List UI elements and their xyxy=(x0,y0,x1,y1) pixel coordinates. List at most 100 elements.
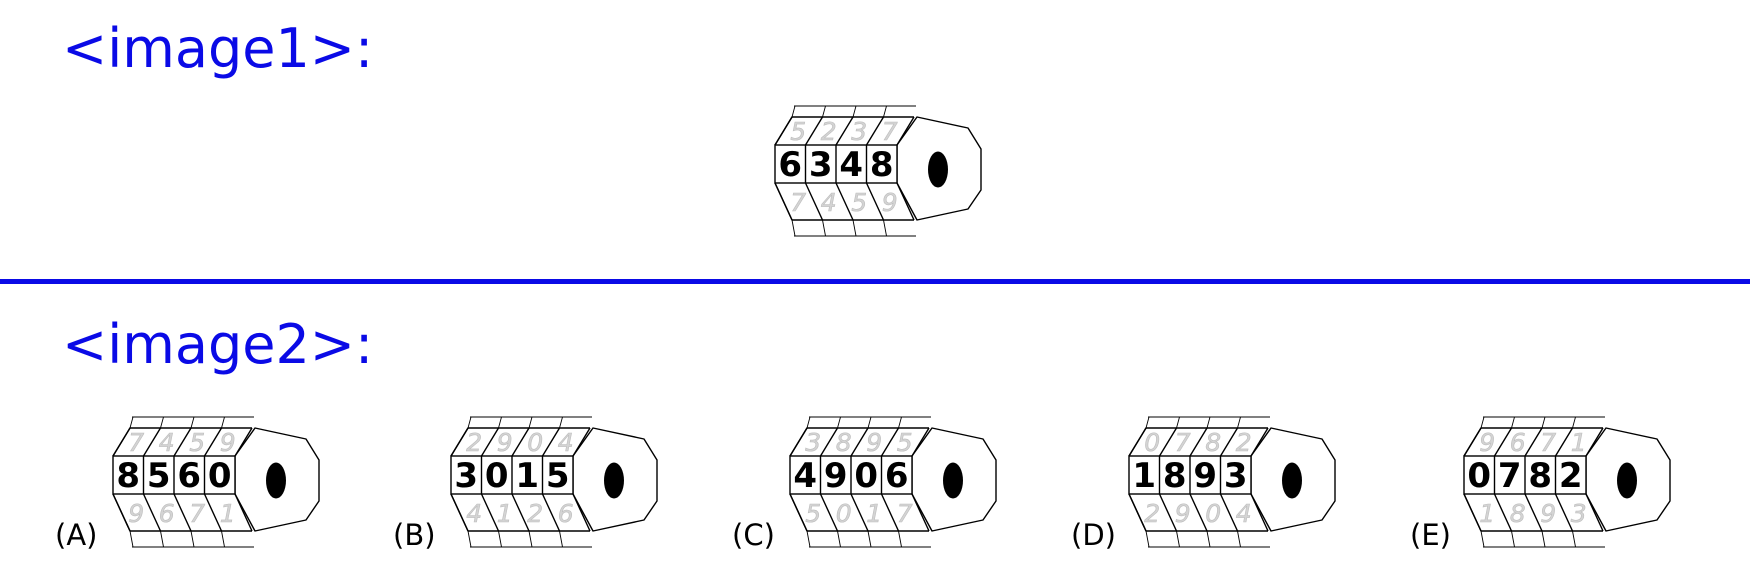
wheel-edge xyxy=(1554,427,1574,457)
wheel-edge xyxy=(450,493,469,532)
wheel-edge xyxy=(880,493,900,532)
option-label: (C) xyxy=(732,518,775,552)
wheel-edge xyxy=(129,530,134,548)
wheel-edge xyxy=(1158,427,1178,457)
wheel-edge xyxy=(541,493,561,532)
bottom-digit: 5 xyxy=(851,188,867,217)
wheel-edge xyxy=(528,530,533,548)
wheel-edge xyxy=(1128,427,1147,457)
top-digit: 3 xyxy=(851,117,867,146)
wheel-edge xyxy=(559,416,563,429)
wheel-edge xyxy=(774,182,793,221)
bottom-digit: 0 xyxy=(1205,499,1221,528)
wheel-edge xyxy=(898,530,902,548)
front-digit: 8 xyxy=(116,456,140,496)
front-digit: 0 xyxy=(485,456,509,496)
bottom-digit: 7 xyxy=(189,499,205,528)
wheel-edge xyxy=(804,182,824,221)
top-digit: 0 xyxy=(1144,428,1160,457)
bottom-digit: 2 xyxy=(1144,499,1160,528)
wheel-edge xyxy=(498,416,502,429)
top-digit: 7 xyxy=(128,428,144,457)
front-digit: 8 xyxy=(870,145,894,185)
keyhole-icon xyxy=(266,462,286,499)
bottom-digit: 6 xyxy=(159,499,175,528)
front-digit: 5 xyxy=(546,456,570,496)
wheel-edge xyxy=(1176,416,1180,429)
top-digit: 5 xyxy=(189,428,205,457)
wheel-edge xyxy=(234,493,253,532)
wheel-edge xyxy=(911,493,930,532)
wheel-edge xyxy=(160,530,164,548)
wheel-edge xyxy=(1145,530,1150,548)
wheel-edge xyxy=(572,493,591,532)
wheel-edge xyxy=(203,493,223,532)
wheel-edge xyxy=(112,493,131,532)
front-digit: 6 xyxy=(177,456,201,496)
front-digit: 9 xyxy=(1193,456,1217,496)
wheel-edge xyxy=(1250,427,1269,457)
wheel-edge xyxy=(806,416,811,429)
wheel-edge xyxy=(528,416,533,429)
top-digit: 7 xyxy=(1540,428,1556,457)
bottom-digit: 4 xyxy=(466,499,482,528)
wheel-edge xyxy=(142,427,162,457)
image2-title: <image2>: xyxy=(62,313,374,376)
option-label: (E) xyxy=(1410,518,1451,552)
wheel-edge xyxy=(1219,427,1239,457)
wheel-edge xyxy=(559,530,563,548)
bottom-digit: 7 xyxy=(897,499,913,528)
wheel-edge xyxy=(806,530,811,548)
front-digit: 3 xyxy=(809,145,833,185)
section-divider xyxy=(0,279,1750,284)
wheel-edge xyxy=(1206,416,1211,429)
wheel-edge xyxy=(221,530,225,548)
wheel-edge xyxy=(1524,493,1543,532)
front-digit: 5 xyxy=(147,456,171,496)
wheel-edge xyxy=(791,105,796,118)
front-digit: 4 xyxy=(839,145,863,185)
top-digit: 9 xyxy=(220,428,236,457)
wheel-edge xyxy=(819,427,839,457)
wheel-edge xyxy=(822,105,826,118)
wheel-edge xyxy=(883,105,887,118)
wheel-edge xyxy=(1541,416,1546,429)
wheel-edge xyxy=(852,219,857,237)
wheel-edge xyxy=(883,219,887,237)
wheel-edge xyxy=(867,416,872,429)
front-digit: 0 xyxy=(208,456,232,496)
wheel-edge xyxy=(898,416,902,429)
wheel-edge xyxy=(850,427,869,457)
top-digit: 2 xyxy=(466,428,482,457)
wheel-edge xyxy=(1585,427,1604,457)
front-digit: 3 xyxy=(454,456,478,496)
wheel-edge xyxy=(822,219,826,237)
wheel-edge xyxy=(867,530,872,548)
wheel-edge xyxy=(1145,416,1150,429)
top-digit: 2 xyxy=(1236,428,1252,457)
keyhole-icon xyxy=(1617,462,1637,499)
wheel-edge xyxy=(467,416,472,429)
bottom-digit: 7 xyxy=(790,188,806,217)
bottom-digit: 9 xyxy=(128,499,144,528)
wheel-edge xyxy=(789,427,808,457)
top-digit: 4 xyxy=(159,428,175,457)
wheel-edge xyxy=(190,416,195,429)
wheel-edge xyxy=(142,493,162,532)
bottom-digit: 3 xyxy=(1571,499,1587,528)
bottom-digit: 6 xyxy=(558,499,574,528)
wheel-edge xyxy=(480,493,500,532)
front-digit: 2 xyxy=(1559,456,1583,496)
front-digit: 1 xyxy=(1132,456,1156,496)
wheel-edge xyxy=(1585,493,1604,532)
bottom-digit: 9 xyxy=(882,188,898,217)
option-label: (B) xyxy=(393,518,436,552)
front-digit: 8 xyxy=(1163,456,1187,496)
wheel-edge xyxy=(896,182,915,221)
wheel-edge xyxy=(1189,493,1208,532)
front-digit: 0 xyxy=(1467,456,1491,496)
wheel-edge xyxy=(1493,427,1513,457)
